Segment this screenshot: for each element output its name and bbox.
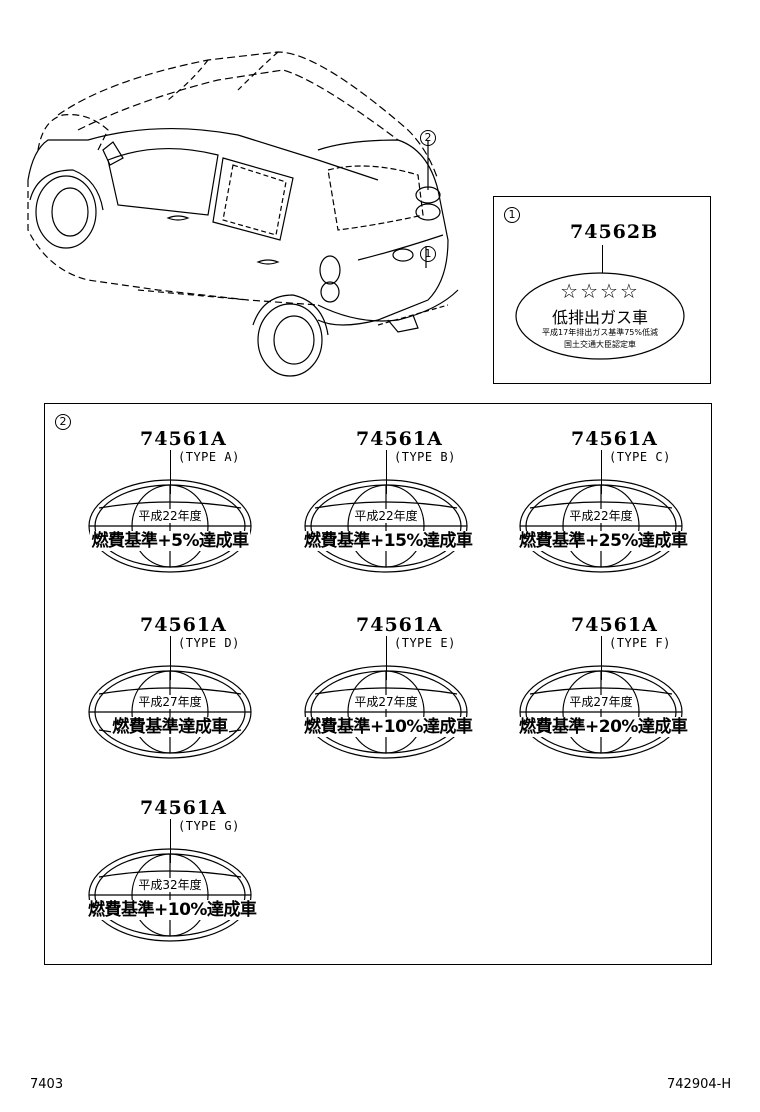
part-number-74562b: 74562B xyxy=(570,221,659,243)
fuel-economy-badge: 平成27年度 燃費基準+20%達成車 xyxy=(518,664,689,760)
leader-line xyxy=(601,636,602,680)
type-label: (TYPE B) xyxy=(394,450,456,464)
type-label: (TYPE E) xyxy=(394,636,456,650)
car-illustration: 2 1 xyxy=(18,40,488,390)
part-number: 74561A xyxy=(140,797,227,819)
footer-right-code: 742904-H xyxy=(667,1077,732,1092)
part-number: 74561A xyxy=(356,428,443,450)
part-number: 74561A xyxy=(140,614,227,636)
leader-line xyxy=(170,636,171,680)
badge-group: 74561A (TYPE B) 平成22年度 燃費基準+15%達成車 xyxy=(302,428,474,588)
badge-text: 燃費基準達成車 xyxy=(111,717,229,737)
badge-year: 平成22年度 xyxy=(136,509,204,523)
emblem-stars: ☆☆☆☆ xyxy=(560,279,640,303)
leader-line xyxy=(170,819,171,863)
panel-2-number: 2 xyxy=(55,414,71,430)
panel-2-box: 2 xyxy=(44,403,712,965)
leader-line xyxy=(386,636,387,680)
leader-line xyxy=(602,245,603,273)
badge-text: 燃費基準+5%達成車 xyxy=(90,531,250,551)
badge-group: 74561A (TYPE E) 平成27年度 燃費基準+10%達成車 xyxy=(302,614,474,774)
badge-group: 74561A (TYPE D) 平成27年度 燃費基準達成車 xyxy=(86,614,256,774)
part-number: 74561A xyxy=(571,614,658,636)
part-number: 74561A xyxy=(140,428,227,450)
badge-year: 平成32年度 xyxy=(136,878,204,892)
part-number: 74561A xyxy=(571,428,658,450)
badge-year: 平成27年度 xyxy=(136,695,204,709)
emblem-title: 低排出ガス車 xyxy=(551,308,648,327)
fuel-economy-badge: 平成22年度 燃費基準+5%達成車 xyxy=(87,478,253,574)
type-label: (TYPE F) xyxy=(609,636,671,650)
globe-emblem-icon xyxy=(88,848,252,942)
badge-group: 74561A (TYPE A) 平成22年度 燃費基準+5%達成車 xyxy=(86,428,256,588)
callout-2: 2 xyxy=(420,130,436,146)
badge-year: 平成22年度 xyxy=(567,509,635,523)
badge-year: 平成27年度 xyxy=(352,695,420,709)
fuel-economy-badge: 平成27年度 燃費基準達成車 xyxy=(87,664,253,760)
fuel-economy-badge: 平成32年度 燃費基準+10%達成車 xyxy=(87,847,258,943)
type-label: (TYPE C) xyxy=(609,450,671,464)
type-label: (TYPE D) xyxy=(178,636,240,650)
badge-year: 平成27年度 xyxy=(567,695,635,709)
fuel-economy-badge: 平成22年度 燃費基準+25%達成車 xyxy=(518,478,689,574)
panel-1-box: 1 74562B ☆☆☆☆ 低排出ガス車 平成17年排出ガス基準75%低減 国土… xyxy=(493,196,711,384)
badge-text: 燃費基準+20%達成車 xyxy=(518,717,689,737)
callout-1: 1 xyxy=(420,246,436,262)
badge-text: 燃費基準+25%達成車 xyxy=(518,531,689,551)
low-emission-emblem: ☆☆☆☆ 低排出ガス車 平成17年排出ガス基準75%低減 国土交通大臣認定車 xyxy=(514,271,686,361)
leader-line xyxy=(386,450,387,494)
badge-text: 燃費基準+10%達成車 xyxy=(87,900,258,920)
type-label: (TYPE A) xyxy=(178,450,240,464)
badge-text: 燃費基準+15%達成車 xyxy=(303,531,474,551)
badge-year: 平成22年度 xyxy=(352,509,420,523)
panel-1-number: 1 xyxy=(504,207,520,223)
badge-group: 74561A (TYPE C) 平成22年度 燃費基準+25%達成車 xyxy=(517,428,689,588)
leader-line xyxy=(170,450,171,494)
fuel-economy-badge: 平成27年度 燃費基準+10%達成車 xyxy=(303,664,474,760)
badge-group: 74561A (TYPE G) 平成32年度 燃費基準+10%達成車 xyxy=(86,797,258,957)
part-number: 74561A xyxy=(356,614,443,636)
emblem-fine-1: 平成17年排出ガス基準75%低減 xyxy=(542,328,658,337)
leader-line xyxy=(601,450,602,494)
fuel-economy-badge: 平成22年度 燃費基準+15%達成車 xyxy=(303,478,474,574)
badge-group: 74561A (TYPE F) 平成27年度 燃費基準+20%達成車 xyxy=(517,614,689,774)
footer-left-code: 7403 xyxy=(30,1077,64,1092)
emblem-fine-2: 国土交通大臣認定車 xyxy=(564,340,636,349)
type-label: (TYPE G) xyxy=(178,819,240,833)
badge-text: 燃費基準+10%達成車 xyxy=(303,717,474,737)
